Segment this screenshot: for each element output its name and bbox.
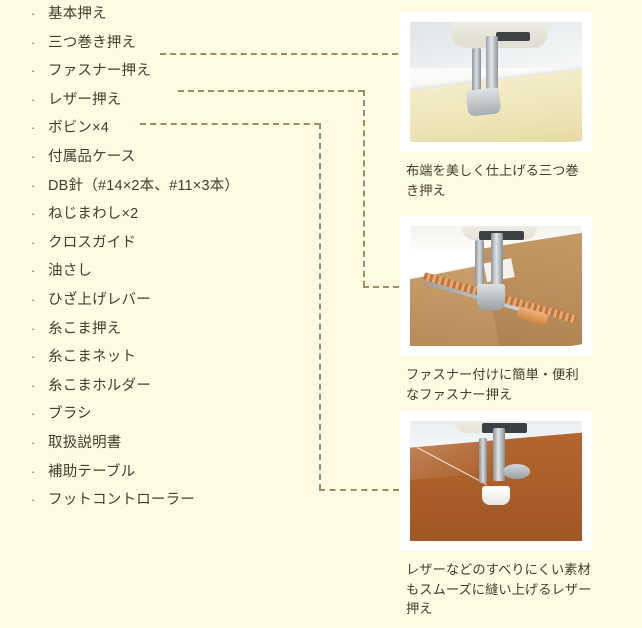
connector-leather-top xyxy=(140,123,320,125)
connector-leather-vert xyxy=(319,123,321,490)
photo-frame xyxy=(400,12,592,152)
list-item: · 付属品ケース xyxy=(0,143,360,172)
list-item-label: 付属品ケース xyxy=(48,148,136,165)
bullet-icon: · xyxy=(31,91,36,107)
list-item-label: ひざ上げレバー xyxy=(48,291,151,308)
connector-rolled-hem xyxy=(160,53,398,55)
photo-frame xyxy=(400,216,592,356)
list-item-label: 基本押え xyxy=(48,6,107,22)
list-item-label: ブラシ xyxy=(48,406,92,423)
bullet-icon: · xyxy=(31,492,36,508)
list-item: · ひざ上げレバー xyxy=(0,286,360,315)
bullet-icon: · xyxy=(31,291,36,307)
list-item-label: 糸こまホルダー xyxy=(48,377,151,394)
bullet-icon: · xyxy=(31,234,36,250)
bullet-icon: · xyxy=(31,6,36,21)
bullet-icon: · xyxy=(31,320,36,336)
photo-frame xyxy=(400,411,592,551)
photo-caption: ファスナー付けに簡単・便利なファスナー押え xyxy=(406,367,579,402)
list-item: · レザー押え xyxy=(0,86,360,115)
list-item: · 補助テーブル xyxy=(0,458,360,487)
bullet-icon: · xyxy=(31,206,36,222)
connector-leather-bottom xyxy=(319,489,399,491)
photo-caption: レザーなどのすべりにくい素材もスムーズに縫い上げるレザー押え xyxy=(406,562,592,616)
list-item-label: ファスナー押え xyxy=(48,63,151,80)
photo-card-rolled-hem: 布端を美しく仕上げる三つ巻き押え xyxy=(400,12,592,200)
list-item: · 取扱説明書 xyxy=(0,429,360,458)
bullet-icon: · xyxy=(31,349,36,365)
bullet-icon: · xyxy=(31,406,36,422)
list-item: · ねじまわし×2 xyxy=(0,200,360,229)
photo-card-leather: レザーなどのすべりにくい素材もスムーズに縫い上げるレザー押え xyxy=(400,411,592,619)
connector-zipper-vert xyxy=(363,90,365,287)
list-item-label: 油さし xyxy=(48,263,93,280)
list-item: · ファスナー押え xyxy=(0,57,360,86)
bullet-icon: · xyxy=(31,63,36,79)
list-item-label: 補助テーブル xyxy=(48,463,136,480)
bullet-icon: · xyxy=(31,463,36,479)
bullet-icon: · xyxy=(31,120,36,136)
list-item-label: 取扱説明書 xyxy=(48,434,122,451)
bullet-icon: · xyxy=(31,34,36,50)
list-item: · フットコントローラー xyxy=(0,486,360,515)
list-item-label: 三つ巻き押え xyxy=(48,34,137,51)
list-item: · 糸こまホルダー xyxy=(0,372,360,401)
list-item-label: レザー押え xyxy=(48,91,122,108)
accessory-list: · 基本押え · 三つ巻き押え · ファスナー押え · レザー押え · ボビン×… xyxy=(0,0,360,515)
bullet-icon: · xyxy=(31,377,36,393)
list-item-label: DB針（#14×2本、#11×3本） xyxy=(48,177,240,194)
photo-caption: 布端を美しく仕上げる三つ巻き押え xyxy=(406,163,579,198)
photo-zipper-foot xyxy=(410,226,582,346)
list-item: · ボビン×4 xyxy=(0,114,360,143)
list-item: · 基本押え xyxy=(0,0,360,29)
bullet-icon: · xyxy=(31,148,36,164)
photo-card-zipper: ファスナー付けに簡単・便利なファスナー押え xyxy=(400,216,592,404)
list-item-label: ねじまわし×2 xyxy=(48,206,139,223)
list-item-label: 糸こまネット xyxy=(48,349,137,366)
list-item: · 三つ巻き押え xyxy=(0,29,360,58)
list-item: · 糸こま押え xyxy=(0,315,360,344)
list-item: · クロスガイド xyxy=(0,229,360,258)
bullet-icon: · xyxy=(31,177,36,193)
list-item: · 油さし xyxy=(0,257,360,286)
connector-zipper-top xyxy=(178,90,364,92)
photo-rolled-hem-foot xyxy=(410,22,582,142)
list-item: · 糸こまネット xyxy=(0,343,360,372)
connector-zipper-bottom xyxy=(363,286,399,288)
list-item-label: 糸こま押え xyxy=(48,320,122,337)
bullet-icon: · xyxy=(31,434,36,450)
photo-leather-foot xyxy=(410,421,582,541)
list-item-label: ボビン×4 xyxy=(48,120,110,137)
list-item-label: フットコントローラー xyxy=(48,492,195,509)
list-item: · DB針（#14×2本、#11×3本） xyxy=(0,172,360,201)
list-item: · ブラシ xyxy=(0,400,360,429)
list-item-label: クロスガイド xyxy=(48,234,137,251)
bullet-icon: · xyxy=(31,263,36,279)
